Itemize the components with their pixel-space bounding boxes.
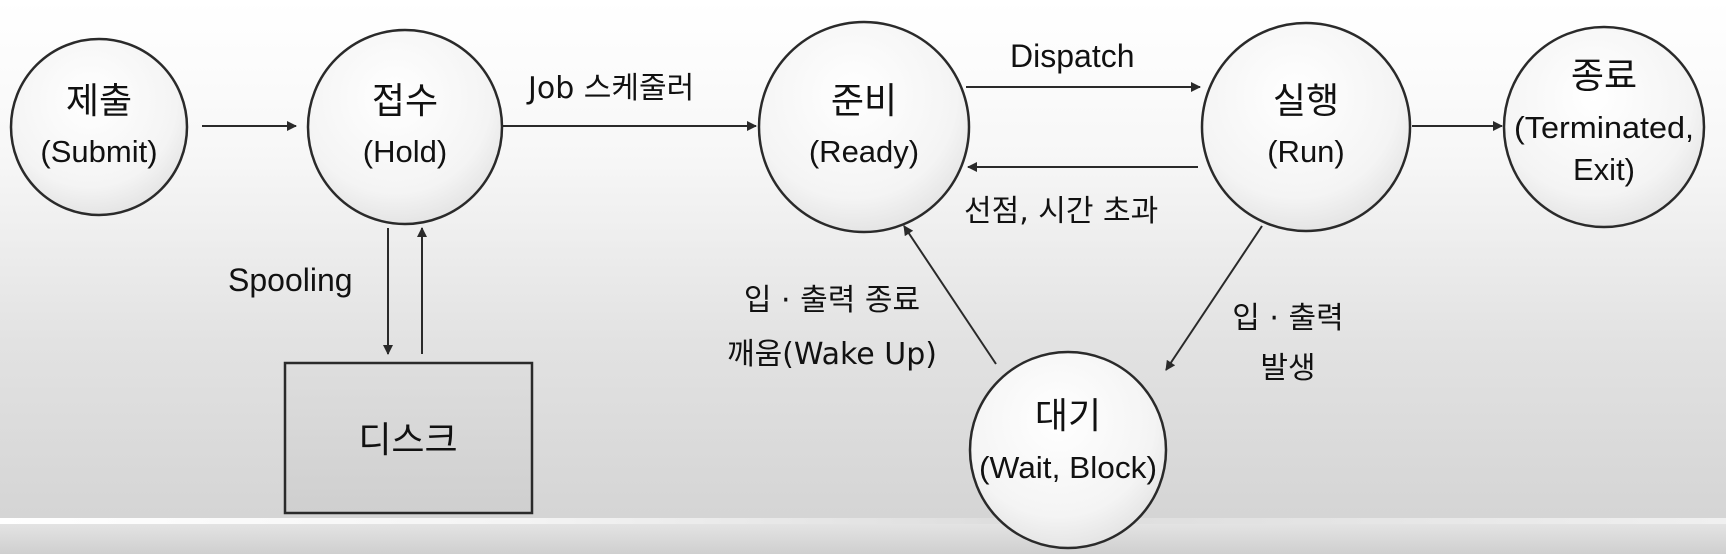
node-submit: 제출 (Submit) bbox=[9, 37, 189, 217]
edge-label-dispatch: Dispatch bbox=[1010, 38, 1135, 74]
edge-run-to-wait bbox=[1165, 225, 1263, 371]
node-hold-sublabel: (Hold) bbox=[363, 134, 447, 169]
node-run-sublabel: (Run) bbox=[1267, 134, 1345, 169]
edge-label-preempt-timeout: 선점, 시간 초과 bbox=[964, 194, 1158, 229]
node-submit-label: 제출 bbox=[66, 81, 132, 122]
node-disk-label: 디스크 bbox=[358, 420, 457, 461]
node-ready-sublabel: (Ready) bbox=[809, 134, 919, 169]
node-terminated-sublabel-1: (Terminated, bbox=[1514, 110, 1694, 145]
node-disk: 디스크 bbox=[283, 361, 534, 515]
edge-label-spooling: Spooling bbox=[228, 262, 353, 298]
edge-label-io-occur-2: 발생 bbox=[1260, 351, 1315, 386]
node-terminated: 종료 (Terminated, Exit) bbox=[1502, 25, 1706, 229]
node-run: 실행 (Run) bbox=[1200, 21, 1412, 233]
edge-label-io-occur-1: 입 · 출력 bbox=[1232, 301, 1343, 336]
edge-label-io-complete-2: 깨움(Wake Up) bbox=[727, 337, 937, 372]
edge-wait-to-ready bbox=[903, 225, 997, 365]
node-hold: 접수 (Hold) bbox=[306, 28, 504, 226]
node-hold-label: 접수 bbox=[372, 81, 438, 122]
node-terminated-sublabel-2: Exit) bbox=[1573, 152, 1635, 187]
node-terminated-label: 종료 bbox=[1571, 56, 1637, 97]
node-submit-sublabel: (Submit) bbox=[40, 134, 157, 169]
node-wait-label: 대기 bbox=[1035, 396, 1101, 437]
bottom-band bbox=[0, 520, 1726, 554]
node-ready-label: 준비 bbox=[831, 81, 897, 122]
bottom-divider bbox=[0, 518, 1726, 524]
edge-label-job-scheduler: Job 스케줄러 bbox=[526, 71, 694, 106]
node-wait-sublabel: (Wait, Block) bbox=[979, 450, 1157, 485]
node-ready: 준비 (Ready) bbox=[757, 20, 971, 234]
edge-label-io-complete-1: 입 · 출력 종료 bbox=[744, 283, 920, 318]
node-run-label: 실행 bbox=[1273, 81, 1339, 122]
node-wait: 대기 (Wait, Block) bbox=[968, 350, 1168, 550]
